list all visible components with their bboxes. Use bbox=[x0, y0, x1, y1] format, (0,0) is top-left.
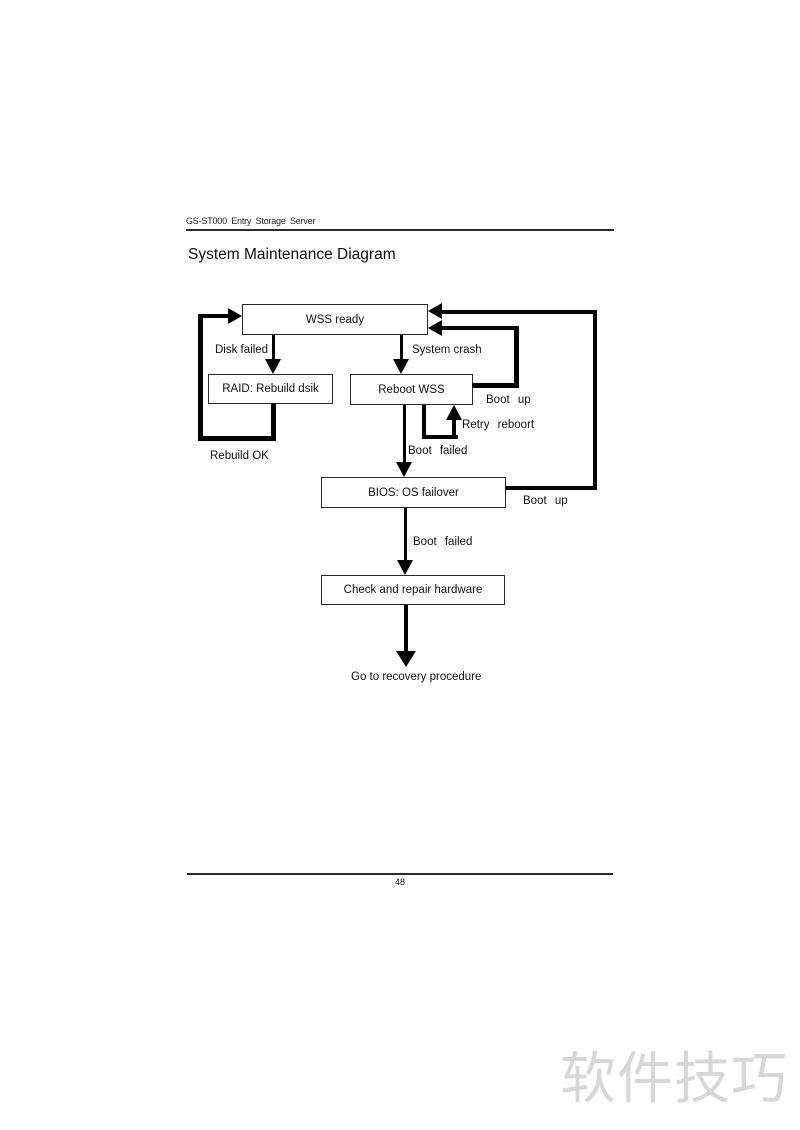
watermark-text: 软件技巧 bbox=[560, 1047, 788, 1110]
edge-recovery-line bbox=[404, 605, 408, 652]
label-disk-failed: Disk failed bbox=[215, 344, 269, 356]
edge-retry-bottom bbox=[422, 435, 458, 439]
node-reboot-wss: Reboot WSS bbox=[350, 374, 473, 405]
edge-system-crash-line bbox=[400, 335, 403, 359]
node-check-repair: Check and repair hardware bbox=[321, 575, 505, 605]
edge-boot-up1-out bbox=[472, 383, 519, 388]
label-boot-failed-bios: Boot failed bbox=[413, 536, 473, 548]
arrowhead-down-icon bbox=[397, 560, 413, 575]
edge-disk-failed-line bbox=[272, 335, 275, 359]
edge-boot-up2-top bbox=[441, 310, 593, 314]
arrowhead-left-icon bbox=[428, 303, 442, 319]
label-retry-reboort: Retry reboort bbox=[462, 419, 535, 431]
label-system-crash: System crash bbox=[412, 344, 482, 356]
label-go-to-recovery: Go to recovery procedure bbox=[351, 671, 482, 683]
edge-rebuild-ok-stem bbox=[271, 403, 276, 441]
arrowhead-down-icon bbox=[393, 359, 409, 374]
label-boot-failed-reboot: Boot failed bbox=[408, 445, 468, 457]
edge-rebuild-ok-bottom bbox=[198, 436, 276, 441]
footer-rule bbox=[187, 873, 613, 875]
label-boot-up-bios: Boot up bbox=[523, 495, 568, 507]
arrowhead-right-icon bbox=[228, 308, 242, 324]
arrowhead-up-icon bbox=[446, 405, 462, 420]
edge-boot-up1-top bbox=[441, 326, 515, 330]
edge-rebuild-ok-vert bbox=[198, 314, 203, 441]
label-rebuild-ok: Rebuild OK bbox=[210, 450, 269, 462]
edge-retry-right bbox=[452, 420, 456, 439]
edge-retry-left bbox=[422, 405, 426, 439]
label-boot-up-reboot: Boot up bbox=[486, 394, 531, 406]
node-bios-failover: BIOS: OS failover bbox=[321, 477, 506, 508]
arrowhead-down-icon bbox=[396, 462, 412, 477]
edge-boot-up1-vert bbox=[514, 326, 519, 388]
node-raid-rebuild: RAID: Rebuild dsik bbox=[208, 374, 333, 404]
edge-boot-failed-line bbox=[403, 405, 406, 462]
arrowhead-down-icon bbox=[396, 651, 416, 667]
node-wss-ready: WSS ready bbox=[242, 304, 428, 335]
footer-page-number: 48 bbox=[394, 877, 405, 887]
header-text: GS-ST000 Entry Storage Server bbox=[186, 216, 316, 226]
edge-boot-up2-vert bbox=[593, 310, 597, 490]
page-title: System Maintenance Diagram bbox=[188, 246, 396, 263]
edge-boot-up2-out bbox=[505, 486, 597, 490]
arrowhead-down-icon bbox=[265, 359, 281, 374]
header-rule bbox=[186, 229, 614, 231]
edge-boot-failed2-line bbox=[404, 508, 407, 560]
edge-rebuild-ok-top bbox=[202, 314, 230, 318]
arrowhead-left-icon bbox=[428, 320, 442, 336]
